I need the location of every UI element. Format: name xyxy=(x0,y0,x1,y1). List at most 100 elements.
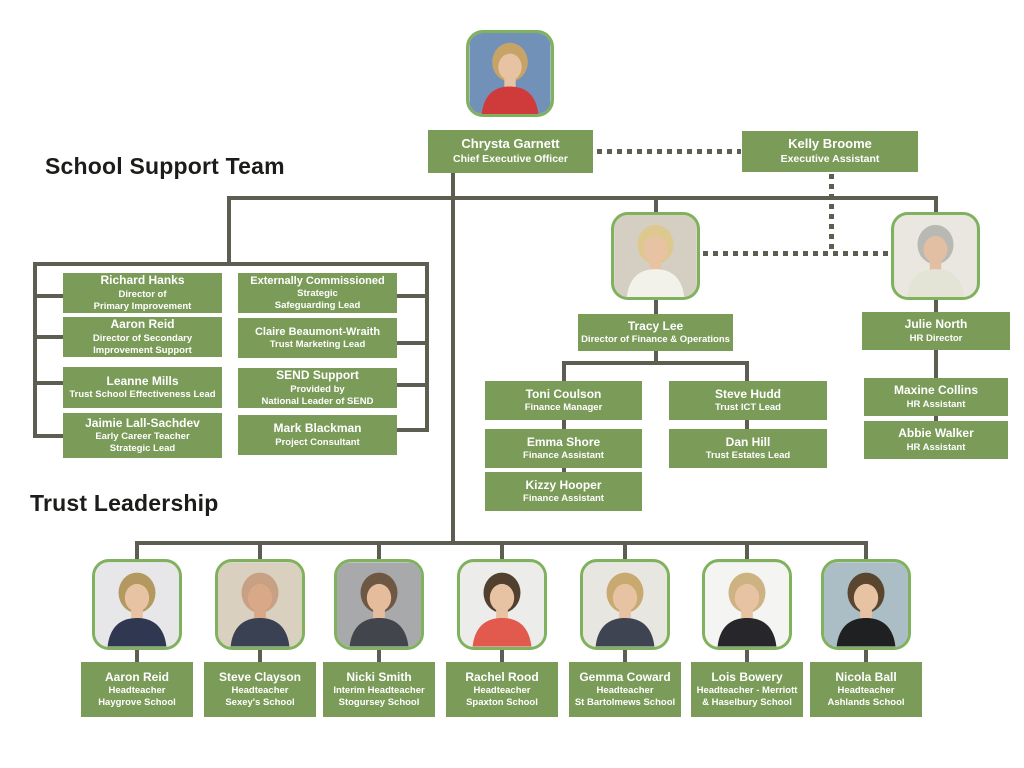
connector-drop-tracy xyxy=(654,196,658,214)
avatar-silhouette xyxy=(218,562,302,647)
person-name: Leanne Mills xyxy=(106,373,179,388)
school-support-team-heading: School Support Team xyxy=(45,153,285,179)
connector-stub-jaimie xyxy=(33,434,63,438)
person-name: Emma Shore xyxy=(526,434,601,449)
person-title: Executive Assistant xyxy=(780,153,880,166)
person-name: Tracy Lee xyxy=(627,318,684,333)
person-title: Finance Assistant xyxy=(523,450,604,462)
connector-drop-julie xyxy=(934,196,938,214)
node-dan-hill: Dan Hill Trust Estates Lead xyxy=(669,429,827,468)
person-name: Kizzy Hooper xyxy=(525,477,602,492)
person-title: Headteacher Sexey's School xyxy=(225,685,295,709)
person-title: Headteacher Ashlands School xyxy=(827,685,905,709)
node-executive-assistant: Kelly Broome Executive Assistant xyxy=(742,131,918,172)
node-headteacher-ashlands: Nicola Ball Headteacher Ashlands School xyxy=(810,662,922,717)
node-safeguarding-lead: Externally Commissioned Strategic Safegu… xyxy=(238,273,397,313)
person-name: Kelly Broome xyxy=(788,136,872,152)
avatar-silhouette xyxy=(705,562,789,647)
avatar-silhouette xyxy=(95,562,179,647)
photo-lois-bowery xyxy=(702,559,792,650)
photo-aaron-reid xyxy=(92,559,182,650)
connector-stub-head-3 xyxy=(377,649,381,662)
connector-stub-safeguarding xyxy=(397,294,429,298)
person-title: Finance Manager xyxy=(524,402,603,414)
person-title: Headteacher Spaxton School xyxy=(466,685,538,709)
photo-nicki-smith xyxy=(334,559,424,650)
connector-stub-head-1 xyxy=(135,649,139,662)
node-ceo: Chrysta Garnett Chief Executive Officer xyxy=(428,130,593,173)
connector-drop-steve-hudd xyxy=(745,361,749,381)
connector-maxine-abbie xyxy=(934,416,938,422)
person-title: Provided by National Leader of SEND xyxy=(261,383,374,407)
node-kizzy-hooper: Kizzy Hooper Finance Assistant xyxy=(485,472,642,511)
person-name: Chrysta Garnett xyxy=(461,136,560,152)
connector-stub-send xyxy=(397,383,429,387)
node-abbie-walker: Abbie Walker HR Assistant xyxy=(864,421,1008,459)
connector-drop-head-3 xyxy=(377,541,381,560)
person-name: SEND Support xyxy=(276,368,359,383)
person-title: Headteacher St Bartolmews School xyxy=(574,685,676,709)
connector-dotted-ceo-kelly xyxy=(597,149,741,154)
person-title: Finance Assistant xyxy=(523,493,604,505)
person-name: Gemma Coward xyxy=(579,669,671,684)
person-name: Aaron Reid xyxy=(104,669,169,684)
node-headteacher-sexeys: Steve Clayson Headteacher Sexey's School xyxy=(204,662,316,717)
connector-stub-aaron xyxy=(33,335,63,339)
connector-tracy-box-bracket xyxy=(654,350,658,364)
person-name: Richard Hanks xyxy=(100,273,185,288)
connector-drop-head-7 xyxy=(864,541,868,560)
connector-stub-mark xyxy=(397,428,429,432)
photo-nicola-ball xyxy=(821,559,911,650)
avatar-silhouette xyxy=(614,215,697,297)
photo-chrysta-garnett xyxy=(466,30,554,117)
node-leanne-mills: Leanne Mills Trust School Effectiveness … xyxy=(63,367,222,408)
connector-julie-maxine xyxy=(934,350,938,379)
connector-toni-emma xyxy=(562,420,566,430)
node-headteacher-st-bartolmews: Gemma Coward Headteacher St Bartolmews S… xyxy=(569,662,681,717)
connector-drop-head-6 xyxy=(745,541,749,560)
avatar-silhouette xyxy=(824,562,908,647)
photo-steve-clayson xyxy=(215,559,305,650)
node-jaimie-lall-sachdev: Jaimie Lall-Sachdev Early Career Teacher… xyxy=(63,413,222,458)
connector-stub-head-4 xyxy=(500,649,504,662)
person-name: Externally Commissioned xyxy=(250,274,385,287)
node-richard-hanks: Richard Hanks Director of Primary Improv… xyxy=(63,273,222,313)
connector-stub-richard xyxy=(33,294,63,298)
connector-julie-photo-box xyxy=(934,299,938,313)
connector-support-bracket xyxy=(33,262,429,266)
photo-gemma-coward xyxy=(580,559,670,650)
node-send-support: SEND Support Provided by National Leader… xyxy=(238,368,397,408)
person-title: HR Assistant xyxy=(906,398,966,410)
node-headteacher-merriott-haselbury: Lois Bowery Headteacher - Merriott & Has… xyxy=(691,662,803,717)
person-name: Rachel Rood xyxy=(465,669,539,684)
person-title: Early Career Teacher Strategic Lead xyxy=(95,431,190,455)
avatar-silhouette xyxy=(894,215,977,297)
person-name: Maxine Collins xyxy=(893,383,979,398)
connector-support-left-spine xyxy=(33,262,37,438)
person-name: Dan Hill xyxy=(725,434,771,449)
person-title: Project Consultant xyxy=(275,436,360,448)
connector-dotted-kelly-drop xyxy=(829,174,834,253)
connector-dotted-tracy-julie xyxy=(703,251,890,256)
person-name: Steve Clayson xyxy=(218,669,302,684)
node-claire-beaumont-wraith: Claire Beaumont-Wraith Trust Marketing L… xyxy=(238,318,397,358)
connector-stub-head-5 xyxy=(623,649,627,662)
person-title: Headteacher Haygrove School xyxy=(98,685,176,709)
node-emma-shore: Emma Shore Finance Assistant xyxy=(485,429,642,468)
person-name: Claire Beaumont-Wraith xyxy=(254,325,381,338)
person-title: Director of Secondary Improvement Suppor… xyxy=(92,332,193,356)
person-name: Nicki Smith xyxy=(346,669,412,684)
avatar-silhouette xyxy=(583,562,667,647)
connector-drop-head-4 xyxy=(500,541,504,560)
connector-drop-head-5 xyxy=(623,541,627,560)
person-title: Trust Marketing Lead xyxy=(269,339,366,351)
connector-drop-head-2 xyxy=(258,541,262,560)
connector-drop-toni xyxy=(562,361,566,381)
person-title: Trust Estates Lead xyxy=(705,450,791,462)
node-mark-blackman: Mark Blackman Project Consultant xyxy=(238,415,397,455)
person-name: Steve Hudd xyxy=(714,386,781,401)
connector-stub-head-2 xyxy=(258,649,262,662)
person-name: Toni Coulson xyxy=(525,386,602,401)
person-name: Jaimie Lall-Sachdev xyxy=(85,415,200,430)
trust-leadership-heading: Trust Leadership xyxy=(30,490,219,516)
